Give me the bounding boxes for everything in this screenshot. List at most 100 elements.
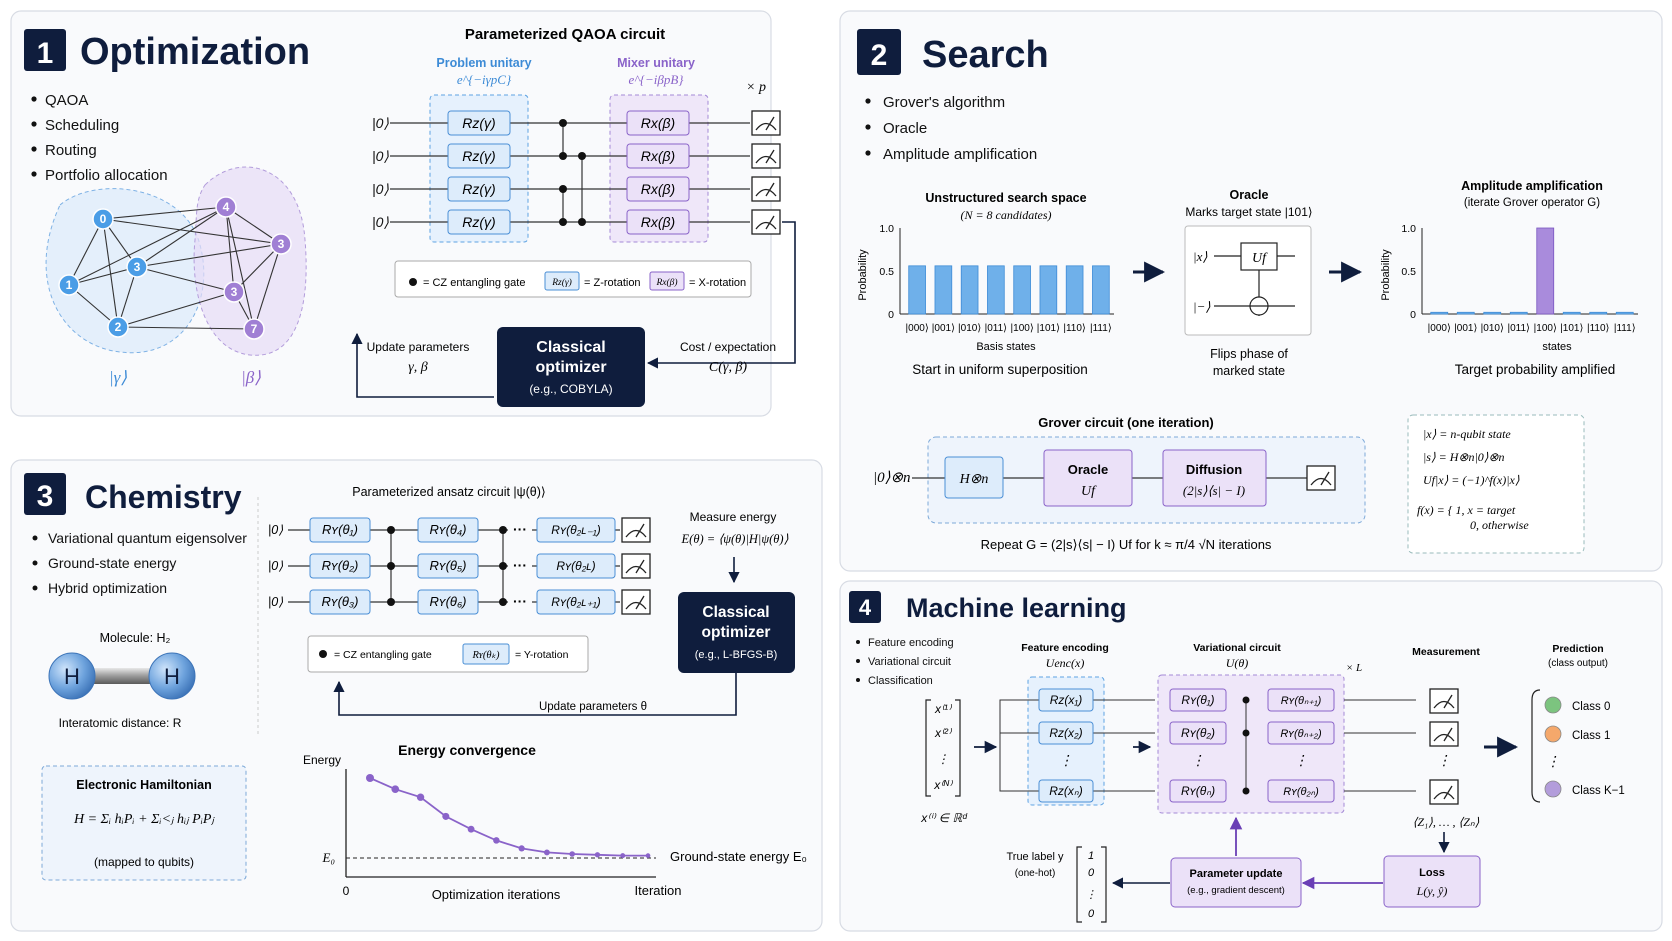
x-tick-label: |110⟩	[1587, 323, 1610, 334]
measurement-meter-icon	[1429, 688, 1459, 714]
x-tick-label: |010⟩	[958, 323, 981, 334]
bar	[1562, 311, 1581, 315]
legend-cz: = CZ entangling gate	[334, 649, 432, 661]
ry-gate: Rʏ(θₙ)	[1181, 784, 1215, 798]
parameter-update-label: Parameter update	[1190, 868, 1283, 880]
rz-gate: Rz(γ)	[462, 148, 495, 164]
hadamard-gate: H⊗n	[959, 472, 989, 487]
graph-node	[126, 256, 148, 278]
panel-optimization: 1 Optimization QAOA Scheduling Routing P…	[10, 10, 796, 417]
legend-cz: = CZ entangling gate	[423, 277, 525, 289]
measurement-meter-icon	[621, 517, 651, 543]
panel-number: 2	[871, 39, 888, 72]
bar	[1430, 311, 1449, 315]
class-1-indicator	[1544, 725, 1562, 743]
grover-oracle-gate: Oracle	[1068, 462, 1108, 477]
ry-gate: Rʏ(θ₂ʟ)	[556, 559, 595, 573]
x-axis-label: Optimization iterations	[432, 887, 561, 902]
energy-point	[442, 812, 450, 820]
prediction-block: Prediction (class output) Class 0 Class …	[1531, 643, 1625, 803]
oracle-caption: marked state	[1213, 364, 1285, 378]
bullet-item: Routing	[45, 142, 97, 159]
bar	[908, 265, 926, 315]
hamiltonian-box: Electronic Hamiltonian H = Σᵢ hᵢPᵢ + Σᵢ<…	[41, 765, 247, 881]
bullet-item: QAOA	[45, 92, 88, 109]
oracle-input-minus: |−⟩	[1193, 299, 1210, 314]
expectation-values: ⟨Z₁⟩, … , ⟨Zₙ⟩	[1413, 815, 1480, 829]
chart-subtitle: (N = 8 candidates)	[960, 208, 1051, 222]
x-tick-label: |001⟩	[1454, 323, 1477, 334]
ground-state-label: Ground-state energy E₀	[670, 849, 807, 864]
problem-graph: 0 3 1 2 4 3 3 7 |γ⟩ |β⟩	[45, 166, 307, 387]
input-entry: x⁽ᴺ⁾	[933, 778, 953, 792]
ry-gate: Rʏ(θ₂)	[1181, 726, 1215, 740]
grover-input: |0⟩⊗n	[873, 470, 911, 486]
vertical-ellipsis: ⋮	[1546, 755, 1560, 770]
vertical-ellipsis: ⋮	[1059, 752, 1073, 768]
bullet-item: Scheduling	[45, 117, 119, 134]
legend-ry: = Y-rotation	[515, 649, 569, 661]
ry-gate: Rʏ(θ₂ʟ₊₁)	[551, 595, 600, 609]
y-tick-label: 0	[888, 309, 894, 321]
update-parameters-label: Update parameters θ	[539, 701, 647, 713]
block-title: Prediction	[1552, 643, 1603, 655]
bullet-item: Oracle	[883, 120, 927, 137]
measure-energy-label: Measure energy	[690, 510, 777, 524]
hamiltonian-title: Electronic Hamiltonian	[76, 778, 211, 792]
qubit-ket: |0⟩	[268, 559, 283, 573]
rx-gate: Rx(β)	[641, 115, 675, 131]
energy-point	[518, 845, 525, 852]
chart-subtitle: (iterate Grover operator G)	[1464, 197, 1600, 209]
x-tick-label: |111⟩	[1090, 323, 1112, 334]
e0-tick: E₀	[322, 850, 335, 865]
ellipsis: ···	[513, 593, 527, 609]
chart-title: Energy convergence	[398, 742, 536, 758]
x-tick-label: |101⟩	[1037, 323, 1060, 334]
class-k-indicator	[1544, 780, 1562, 798]
atom-label: H	[164, 664, 180, 689]
x-tick-label: |010⟩	[1481, 323, 1504, 334]
class-label: Class 0	[1572, 701, 1610, 713]
legend-rx: = X-rotation	[689, 277, 746, 289]
x-zero-tick: 0	[343, 884, 350, 898]
energy-point	[569, 851, 575, 857]
measurement-meter-icon	[621, 553, 651, 579]
rx-gate: Rx(β)	[641, 214, 675, 230]
bar	[1065, 265, 1084, 315]
hamiltonian-formula: H = Σᵢ hᵢPᵢ + Σᵢ<ⱼ hᵢⱼ PᵢPⱼ	[73, 812, 215, 827]
loss-formula: L(y, ŷ)	[1416, 884, 1448, 898]
optimizer-line: (e.g., L-BFGS-B)	[695, 649, 778, 661]
vertical-ellipsis: ⋮	[1294, 752, 1308, 768]
bar	[1509, 311, 1528, 315]
chart-title: Amplitude amplification	[1461, 179, 1603, 193]
molecule-label: Molecule: H₂	[100, 631, 171, 645]
x-axis-end-label: Iteration	[635, 883, 682, 898]
grover-oracle-gate: Uf	[1081, 484, 1097, 499]
qubit-ket: |0⟩	[372, 214, 389, 230]
panel-search: 2 Search Grover's algorithm Oracle Ampli…	[839, 10, 1663, 572]
rz-gate: Rz(γ)	[462, 115, 495, 131]
bullet-item: Variational quantum eigensolver	[48, 530, 247, 546]
bar	[1039, 265, 1058, 315]
bar	[934, 265, 953, 315]
update-parameters-label: Update parameters	[367, 340, 470, 354]
bar	[1456, 311, 1475, 315]
graph-node-label: 3	[231, 285, 238, 299]
rx-gate: Rx(β)	[641, 148, 675, 164]
bullet-list: Variational quantum eigensolver Ground-s…	[32, 530, 247, 596]
cost-label: Cost / expectation	[680, 340, 776, 354]
ry-gate: Rʏ(θ₂ʟ₋₁)	[551, 523, 600, 537]
graph-node	[92, 208, 114, 230]
ry-gate: Rʏ(θ₂ₙ)	[1283, 786, 1319, 798]
rz-encoding-gate: Rz(x₂)	[1049, 726, 1082, 740]
bullet-item: Variational circuit	[868, 656, 951, 668]
measurement-meter-icon	[751, 143, 781, 169]
x-tick-label: |101⟩	[1560, 323, 1583, 334]
y-axis-label: Probability	[1380, 249, 1392, 301]
training-loop: Loss L(y, ŷ) Parameter update (e.g., gra…	[1006, 816, 1481, 923]
oracle-gate: Uf	[1252, 251, 1268, 266]
y-axis-label: Probability	[857, 249, 869, 301]
input-entry: x⁽²⁾	[934, 726, 952, 740]
legend-rx-symbol: Rx(β)	[655, 277, 677, 288]
x-tick-label: |000⟩	[1428, 323, 1451, 334]
